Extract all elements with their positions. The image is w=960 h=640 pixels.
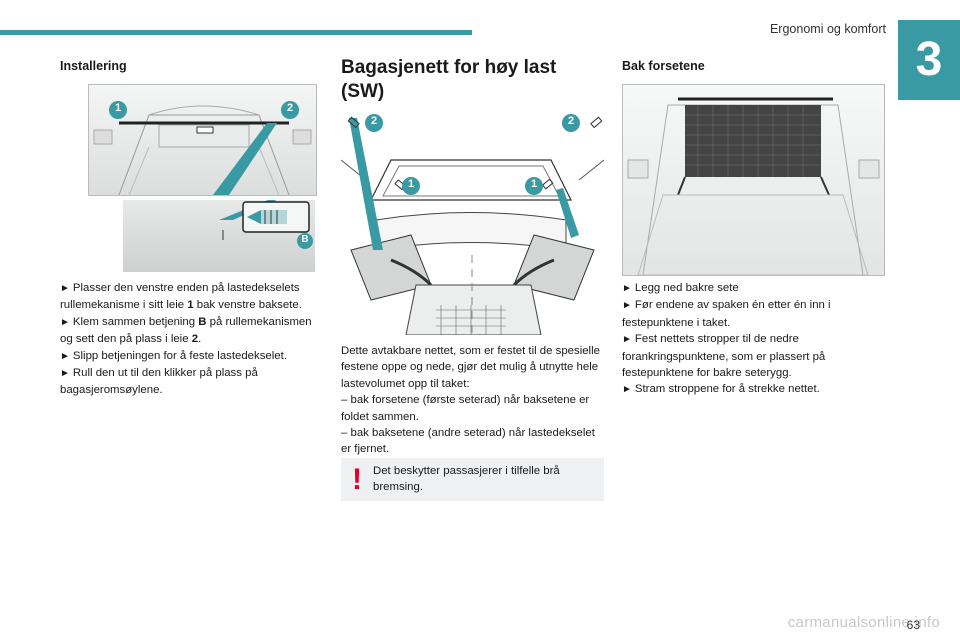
bak-forsetene-steps: ►Legg ned bakre sete ►Før endene av spak… xyxy=(622,280,884,399)
net-marker-2-right-label: 2 xyxy=(567,115,575,127)
net-marker-1-left-circle xyxy=(402,177,420,195)
top-accent-bar xyxy=(0,30,472,35)
marker-b-circle xyxy=(297,233,313,249)
heading-bak-forsetene: Bak forsetene xyxy=(622,59,705,73)
section-title: Ergonomi og komfort xyxy=(769,22,886,36)
net-rear-view-drawing xyxy=(627,97,880,275)
step-arrow-icon: ► xyxy=(60,283,70,294)
step-text: Plasser den venstre enden på lastedeksel… xyxy=(60,282,300,312)
mechanism-drawing xyxy=(219,200,313,249)
step-text: . xyxy=(198,333,202,346)
intro-paragraph: Dette avtakbare nettet, som er festet ti… xyxy=(341,345,600,390)
chapter-badge: 3 xyxy=(898,20,960,100)
step-paragraph: ►Plasser den venstre enden på lastedekse… xyxy=(60,280,322,314)
list-item: – bak forsetene (første seterad) når bak… xyxy=(341,394,590,423)
marker-2-label: 2 xyxy=(286,102,294,114)
heading-installering: Installering xyxy=(60,59,127,73)
net-marker-1-left-label: 1 xyxy=(407,178,415,190)
watermark: carmanualsonline.info xyxy=(787,614,940,631)
warning-text: Det beskytter passasjerer i tilfelle brå… xyxy=(373,465,560,494)
net-marker-2-left-label: 2 xyxy=(370,115,378,127)
net-marker-1-right-label: 1 xyxy=(530,178,538,190)
net-behind-front-seats-illustration xyxy=(622,84,885,276)
warning-icon: ! xyxy=(352,463,362,496)
marker-1-label: 1 xyxy=(114,102,122,114)
step-paragraph: ►Slipp betjeningen for å feste lastedeks… xyxy=(60,348,322,365)
step-paragraph: ►Stram stroppene for å strekke nettet. xyxy=(622,381,884,398)
step-paragraph: ►Fest nettets stropper til de nedre fora… xyxy=(622,331,884,381)
cargo-net-drawing xyxy=(341,114,604,335)
step-text: Fest nettets stropper til de nedre foran… xyxy=(622,333,826,380)
step-bold-ref: 1 xyxy=(187,299,194,312)
step-text: bak venstre baksete. xyxy=(193,299,302,312)
marker-b-label: B xyxy=(301,234,309,245)
net-marker-1-right-circle xyxy=(525,177,543,195)
step-text: Slipp betjeningen for å feste lastedekse… xyxy=(72,349,287,362)
net-marker-2-left-circle xyxy=(365,114,383,132)
step-text: Legg ned bakre sete xyxy=(634,282,739,294)
step-arrow-icon: ► xyxy=(622,334,632,346)
step-bold-ref: 2 xyxy=(191,333,199,346)
bagasjenett-body: Dette avtakbare nettet, som er festet ti… xyxy=(341,343,603,458)
cargo-cover-illustration: 1 2 xyxy=(88,84,317,196)
page-number: 63 xyxy=(906,618,920,632)
step-arrow-icon: ► xyxy=(60,368,70,380)
cargo-net-illustration: 2 2 1 1 xyxy=(341,110,604,335)
net-marker-2-right-circle xyxy=(562,114,580,132)
step-text: Stram stroppene for å strekke nettet. xyxy=(634,383,820,396)
step-arrow-icon: ► xyxy=(622,300,632,312)
list-item: – bak baksetene (andre seterad) når last… xyxy=(341,427,595,456)
step-bold-ref: B xyxy=(198,315,207,328)
installering-steps: ►Plasser den venstre enden på lastedekse… xyxy=(60,280,322,399)
step-arrow-icon: ► xyxy=(622,384,632,396)
step-paragraph: ►Før endene av spaken én etter én inn i … xyxy=(622,297,884,331)
step-paragraph: ►Rull den ut til den klikker på plass på… xyxy=(60,365,322,399)
step-paragraph: ►Legg ned bakre sete xyxy=(622,280,884,297)
warning-box: ! Det beskytter passasjerer i tilfelle b… xyxy=(341,458,604,501)
step-text: på rullemekanismen og sett den på plass … xyxy=(60,315,312,346)
step-arrow-icon: ► xyxy=(60,316,70,328)
step-paragraph: ►Klem sammen betjening B på rullemekanis… xyxy=(60,314,322,348)
step-text: Rull den ut til den klikker på plass på … xyxy=(60,367,258,397)
marker-2-circle xyxy=(281,101,299,119)
step-arrow-icon: ► xyxy=(622,283,632,294)
step-text: Klem sammen betjening xyxy=(72,315,199,328)
mechanism-closeup-illustration: B xyxy=(123,200,315,272)
cargo-area-drawing xyxy=(93,101,312,195)
heading-bagasjenett: Bagasjenett for høy last (SW) xyxy=(341,57,557,102)
step-arrow-icon: ► xyxy=(60,350,70,362)
marker-1-circle xyxy=(109,101,127,119)
step-text: Før endene av spaken én etter én inn i f… xyxy=(622,299,831,329)
